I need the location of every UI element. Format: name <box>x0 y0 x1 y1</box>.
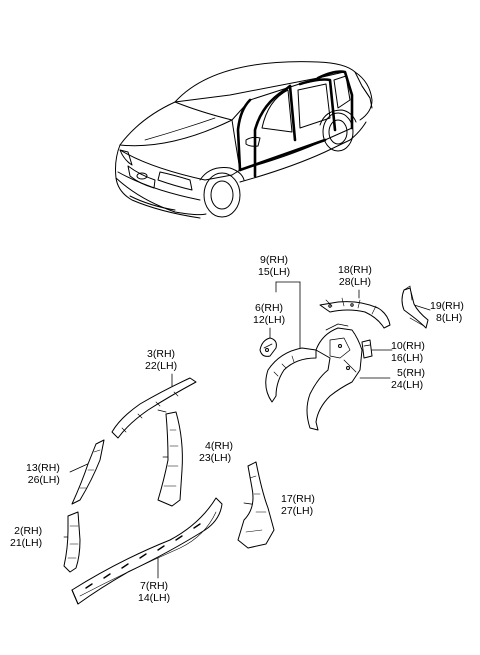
label-lh: 15(LH) <box>258 266 291 278</box>
car-illustration <box>115 61 373 219</box>
label-rh: 2(RH) <box>14 525 43 537</box>
part-9-15-wheelhouse <box>265 347 317 403</box>
label-lh: 14(LH) <box>138 592 171 604</box>
label-part-3-22: 3(RH) 22(LH) <box>145 348 177 372</box>
label-part-6-12: 6(RH) 12(LH) <box>253 302 285 326</box>
label-part-10-16: 10(RH) 16(LH) <box>391 340 425 364</box>
part-3-22-roof-rail <box>111 377 197 439</box>
label-lh: 8(LH) <box>436 312 463 324</box>
label-rh: 3(RH) <box>147 348 176 360</box>
label-rh: 17(RH) <box>281 493 315 505</box>
part-10-16-clip <box>361 339 373 359</box>
label-part-4-23: 4(RH) 23(LH) <box>199 440 233 464</box>
label-part-9-15: 9(RH) 15(LH) <box>258 254 290 278</box>
label-rh: 7(RH) <box>140 580 169 592</box>
label-part-17-27: 17(RH) 27(LH) <box>281 493 315 517</box>
label-lh: 21(LH) <box>10 537 43 549</box>
part-18-28-rail <box>319 297 391 329</box>
label-rh: 10(RH) <box>391 340 425 352</box>
label-part-7-14: 7(RH) 14(LH) <box>138 580 170 604</box>
label-lh: 16(LH) <box>391 352 424 364</box>
label-rh: 19(RH) <box>430 300 464 312</box>
part-6-12-small-bracket <box>259 337 277 357</box>
label-lh: 23(LH) <box>199 452 232 464</box>
label-rh: 18(RH) <box>338 264 372 276</box>
label-lh: 24(LH) <box>391 379 424 391</box>
label-rh: 9(RH) <box>260 254 289 266</box>
label-lh: 12(LH) <box>253 314 286 326</box>
part-7-14-side-sill <box>71 497 223 605</box>
label-part-13-26: 13(RH) 26(LH) <box>26 462 60 486</box>
label-lh: 27(LH) <box>281 505 314 517</box>
label-part-5-24: 5(RH) 24(LH) <box>391 367 425 391</box>
label-rh: 4(RH) <box>205 440 233 452</box>
part-4-23-b-pillar <box>157 411 183 507</box>
label-part-2-21: 2(RH) 21(LH) <box>10 525 42 549</box>
label-lh: 26(LH) <box>27 474 60 486</box>
label-part-19-8: 19(RH) 8(LH) <box>430 300 464 324</box>
label-lh: 22(LH) <box>145 360 178 372</box>
part-17-27-c-pillar <box>237 461 275 549</box>
part-19-8-bracket <box>401 285 429 329</box>
part-5-24-quarter-inner <box>306 323 363 431</box>
part-2-21-a-pillar-lower <box>63 511 81 573</box>
label-part-18-28: 18(RH) 28(LH) <box>338 264 372 288</box>
label-lh: 28(LH) <box>338 276 371 288</box>
label-rh: 6(RH) <box>255 302 284 314</box>
part-13-26-a-pillar <box>71 439 105 505</box>
label-rh: 5(RH) <box>397 367 425 379</box>
label-rh: 13(RH) <box>26 462 60 474</box>
